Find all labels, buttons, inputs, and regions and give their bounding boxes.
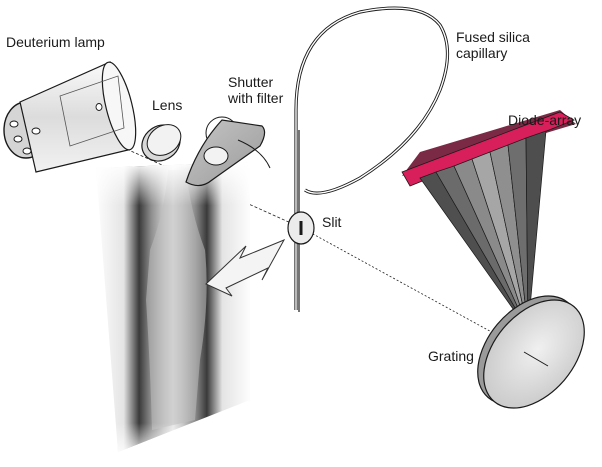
lamp-pins — [9, 120, 41, 155]
image-arrow — [205, 239, 286, 297]
label-grating: Grating — [428, 348, 474, 364]
dispersed-light-fan — [419, 130, 547, 331]
label-shutter-with-filter: with filter — [227, 90, 284, 106]
label-shutter: Shutter — [228, 74, 273, 90]
label-deuterium-lamp: Deuterium lamp — [6, 34, 105, 50]
label-diode-array: Diode-array — [508, 112, 581, 128]
diode-array — [401, 110, 576, 187]
slit — [287, 211, 315, 245]
label-slit: Slit — [322, 214, 342, 230]
grating — [477, 295, 585, 409]
lens — [141, 124, 182, 162]
label-lens: Lens — [152, 97, 182, 113]
shutter-with-filter — [185, 116, 271, 187]
capillary-image — [96, 162, 250, 452]
label-capillary: capillary — [456, 45, 507, 61]
label-fused-silica: Fused silica — [456, 29, 530, 45]
deuterium-lamp — [3, 61, 137, 173]
